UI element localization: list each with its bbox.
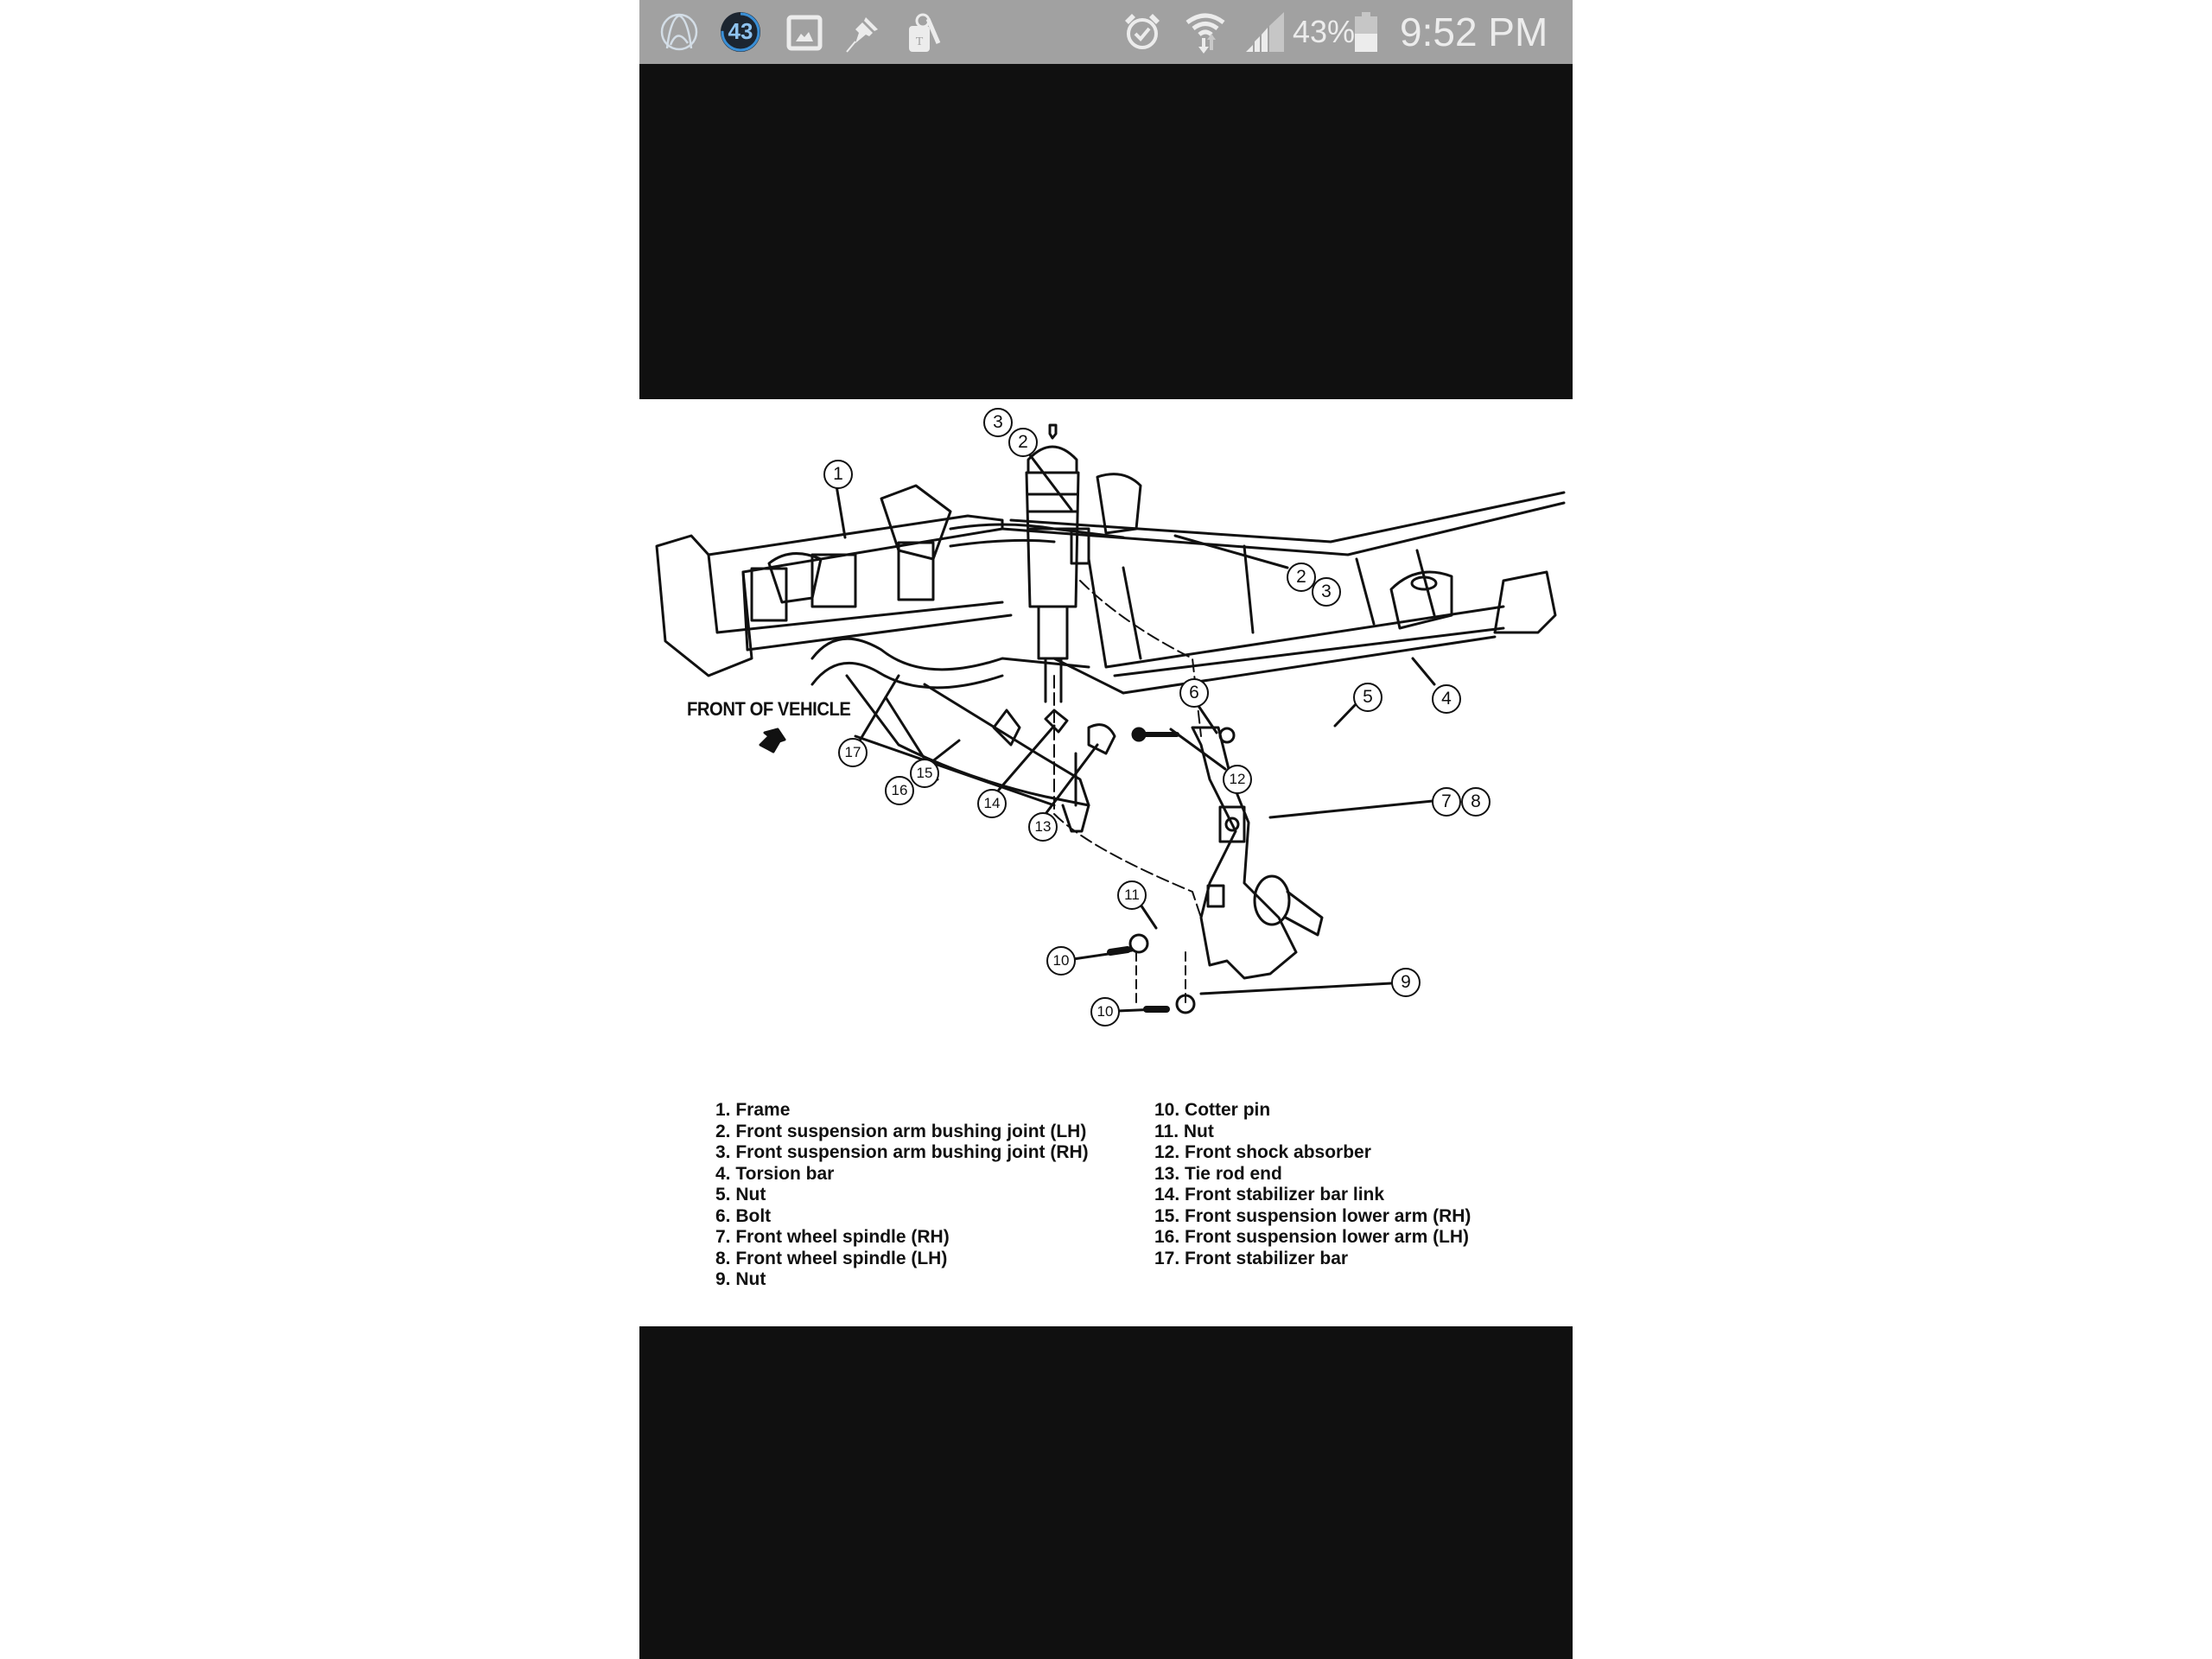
legend-item: 15. Front suspension lower arm (RH) [1154,1205,1471,1226]
clock-time: 9:52 PM [1400,10,1548,54]
legend-column-2: 10. Cotter pin 11. Nut 12. Front shock a… [1154,1100,1471,1269]
legend-item: 16. Front suspension lower arm (LH) [1154,1227,1470,1247]
callout-10: 10 [1046,946,1076,976]
legend-item: 9. Nut [715,1269,766,1289]
pin-icon [846,17,878,53]
phone-screen: 43 T [639,0,1573,1659]
callout-12: 12 [1223,765,1252,794]
legend-item: 11. Nut [1154,1121,1214,1141]
legend-item: 12. Front shock absorber [1154,1142,1371,1162]
legend-column-1: 1. Frame 2. Front suspension arm bushing… [715,1100,1089,1291]
letterbox-top [639,64,1573,399]
gallery-image-icon [786,15,823,51]
legend-item: 13. Tie rod end [1154,1163,1282,1184]
callout-3: 3 [1312,577,1341,607]
legend-item: 1. Frame [715,1100,791,1120]
callout-4: 4 [1432,684,1461,714]
legend-item: 8. Front wheel spindle (LH) [715,1248,948,1268]
status-bar: 43 T [639,0,1573,64]
t-mobile-tag-icon: T [909,13,941,52]
front-of-vehicle-label: FRONT OF VEHICLE [687,698,851,720]
alarm-clock-icon [1125,14,1160,49]
callout-1: 1 [823,460,853,489]
suspension-illustration [655,423,1566,1014]
wifi-data-icon [1185,13,1225,54]
callout-15: 15 [910,759,939,788]
callout-13: 13 [1028,812,1058,842]
callout-9: 9 [1391,968,1421,997]
notification-count-badge: 43 [719,10,762,54]
app-a-logo-icon [660,13,698,51]
callout-2: 2 [1008,428,1038,457]
callout-5: 5 [1353,683,1382,712]
callout-3: 3 [983,408,1013,437]
callout-10: 10 [1090,997,1120,1027]
callout-17: 17 [838,738,868,767]
legend-item: 10. Cotter pin [1154,1100,1271,1120]
progress-ring-icon [721,12,760,52]
callout-8: 8 [1461,787,1491,817]
legend-item: 14. Front stabilizer bar link [1154,1185,1385,1205]
legend-item: 4. Torsion bar [715,1163,835,1184]
legend-item: 2. Front suspension arm bushing joint (L… [715,1121,1087,1141]
callout-11: 11 [1117,880,1147,910]
callout-7: 7 [1432,787,1461,817]
svg-text:T: T [916,35,924,48]
legend-item: 6. Bolt [715,1205,772,1226]
signal-strength-icon [1246,12,1284,52]
battery-icon [1355,12,1377,52]
legend-item: 17. Front stabilizer bar [1154,1248,1349,1268]
legend-item: 5. Nut [715,1185,766,1205]
legend-item: 7. Front wheel spindle (RH) [715,1227,950,1247]
callout-16: 16 [885,776,914,805]
letterbox-bottom [639,1326,1573,1659]
battery-percent: 43% [1293,14,1356,49]
callout-6: 6 [1179,678,1209,708]
callout-14: 14 [977,789,1007,818]
callout-2: 2 [1287,563,1316,592]
legend-item: 3. Front suspension arm bushing joint (R… [715,1142,1089,1162]
